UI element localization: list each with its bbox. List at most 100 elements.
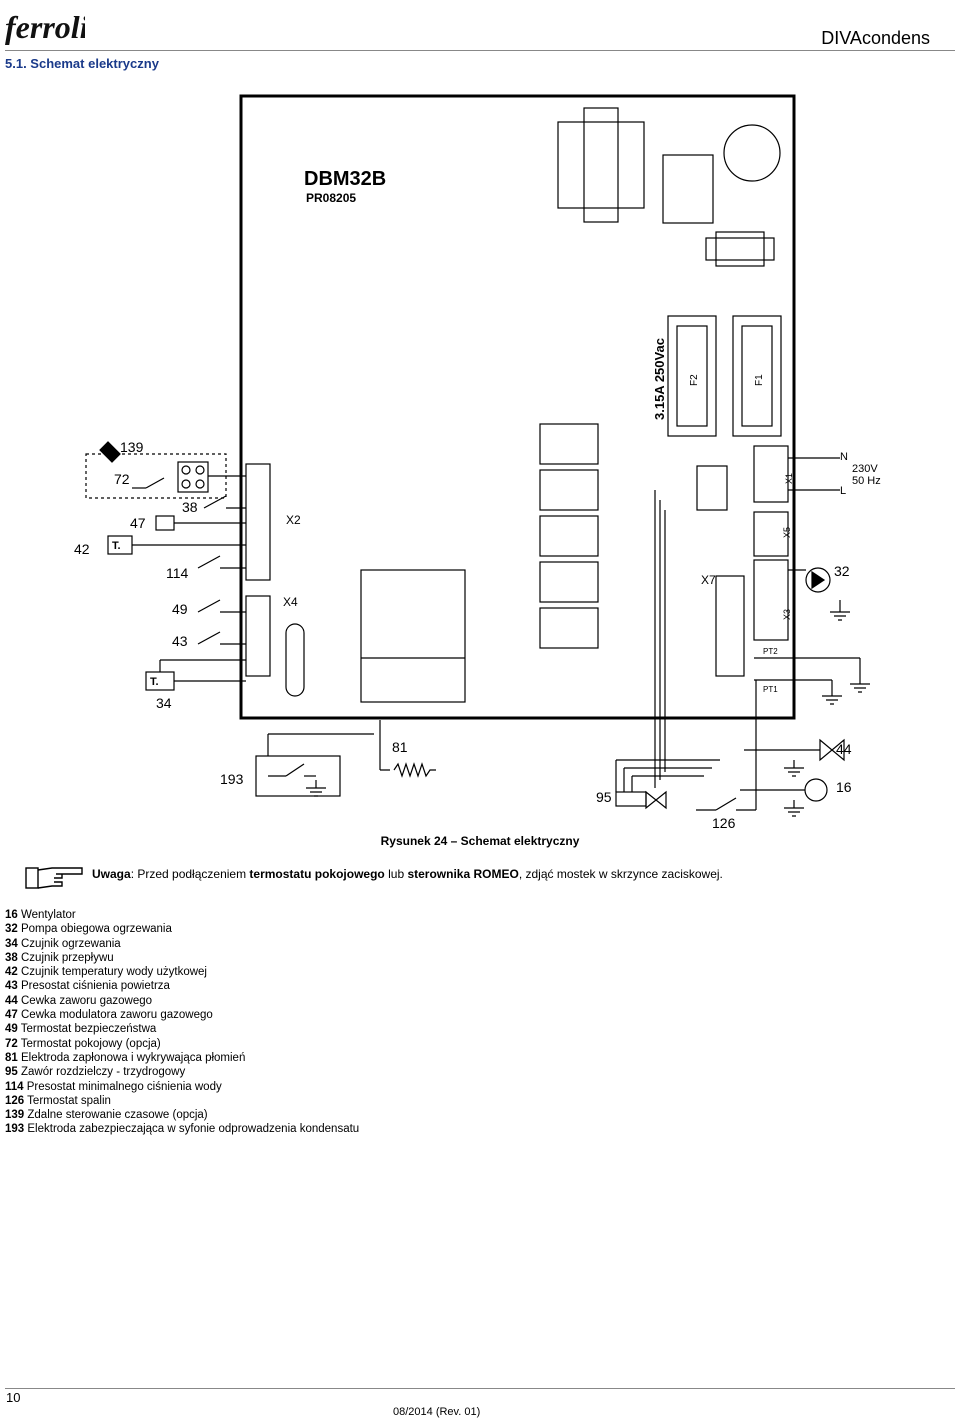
- legend-item: 49 Termostat bezpieczeństwa: [5, 1022, 359, 1036]
- label-139: 139: [120, 439, 144, 455]
- label-16: 16: [836, 779, 852, 795]
- legend-label: Termostat bezpieczeństwa: [17, 1023, 157, 1036]
- legend-item: 47 Cewka modulatora zaworu gazowego: [5, 1008, 359, 1022]
- legend-label: Termostat spalin: [24, 1094, 111, 1107]
- footer-divider: [5, 1388, 955, 1389]
- revision-date: 08/2014 (Rev. 01): [393, 1406, 481, 1418]
- legend-label: Elektroda zapłonowa i wykrywająca płomie…: [17, 1051, 246, 1064]
- note-emphasis: termostatu pokojowego: [249, 867, 385, 881]
- wiring-diagram-svg: DBM32B PR08205 3.15A 250Vac F2 F1 X1 X2 …: [74, 94, 881, 831]
- power-n: N: [840, 451, 848, 463]
- note-emphasis: sterownika ROMEO: [407, 867, 519, 881]
- legend-number: 114: [5, 1080, 24, 1093]
- legend-number: 38: [5, 951, 18, 964]
- legend-item: 95 Zawór rozdzielczy - trzydrogowy: [5, 1065, 359, 1079]
- power-voltage: 230V: [852, 463, 878, 475]
- legend-label: Czujnik przepływu: [17, 951, 114, 964]
- legend-item: 81 Elektroda zapłonowa i wykrywająca pło…: [5, 1051, 359, 1065]
- ferroli-logo: ferroli: [5, 6, 89, 48]
- legend-item: 114 Presostat minimalnego ciśnienia wody: [5, 1080, 359, 1094]
- label-42: 42: [74, 541, 90, 557]
- legend-item: 44 Cewka zaworu gazowego: [5, 994, 359, 1008]
- board-name: DBM32B: [304, 168, 386, 190]
- legend-label: Pompa obiegowa ogrzewania: [17, 923, 172, 936]
- note-part: , zdjąć mostek w skrzynce zaciskowej.: [518, 867, 723, 881]
- legend-label: Presostat minimalnego ciśnienia wody: [23, 1080, 222, 1093]
- legend-label: Czujnik temperatury wody użytkowej: [17, 966, 207, 979]
- label-81: 81: [392, 739, 408, 755]
- power-frequency: 50 Hz: [852, 475, 881, 487]
- legend-number: 44: [5, 994, 18, 1007]
- label-49: 49: [172, 601, 188, 617]
- connector-x2: X2: [286, 513, 301, 527]
- legend-number: 126: [5, 1094, 25, 1107]
- label-126: 126: [712, 815, 736, 831]
- figure-caption: Rysunek 24 – Schemat elektryczny: [380, 834, 580, 848]
- legend-number: 81: [5, 1051, 18, 1064]
- legend-number: 47: [5, 1009, 18, 1022]
- label-95: 95: [596, 789, 612, 805]
- pt1-label: PT1: [763, 685, 778, 694]
- note-part: lub: [384, 867, 408, 881]
- connector-x3: X3: [782, 609, 792, 620]
- page-number: 10: [6, 1390, 21, 1405]
- connector-x7: X7: [701, 573, 716, 587]
- power-l: L: [840, 485, 846, 497]
- legend-label: Termostat pokojowy (opcja): [17, 1037, 161, 1050]
- pointing-hand-icon: [25, 867, 83, 889]
- legend-item: 193 Elektroda zabezpieczająca w syfonie …: [5, 1122, 359, 1136]
- fuse-rating: 3.15A 250Vac: [652, 338, 667, 420]
- warning-note: Uwaga: Przed podłączeniem termostatu pok…: [24, 860, 944, 894]
- legend-label: Czujnik ogrzewania: [17, 937, 121, 950]
- header-divider: [5, 50, 955, 51]
- legend-item: 16 Wentylator: [5, 908, 359, 922]
- label-44: 44: [836, 741, 852, 757]
- label-34: 34: [156, 695, 172, 711]
- label-43: 43: [172, 633, 188, 649]
- legend-label: Cewka modulatora zaworu gazowego: [17, 1009, 213, 1022]
- control-board: [239, 94, 796, 720]
- legend-item: 139 Zdalne sterowanie czasowe (opcja): [5, 1108, 359, 1122]
- fuse-f1: F1: [754, 374, 765, 386]
- fuse-f2: F2: [689, 374, 700, 386]
- section-title: 5.1. Schemat elektryczny: [5, 56, 159, 71]
- legend-number: 72: [5, 1037, 18, 1050]
- connector-x4: X4: [283, 595, 298, 609]
- note-prefix: Uwaga: [92, 867, 131, 881]
- legend-label: Zawór rozdzielczy - trzydrogowy: [17, 1066, 186, 1079]
- sensor-34-symbol: T.: [150, 676, 159, 688]
- connector-x5: X5: [782, 527, 792, 538]
- legend-number: 95: [5, 1066, 18, 1079]
- legend-label: Cewka zaworu gazowego: [17, 994, 153, 1007]
- document-title: DIVAcondens: [821, 28, 930, 48]
- label-193: 193: [220, 771, 244, 787]
- logo-text: ferroli: [5, 9, 85, 45]
- legend-item: 38 Czujnik przepływu: [5, 951, 359, 965]
- legend-item: 43 Presostat ciśnienia powietrza: [5, 979, 359, 993]
- legend-label: Elektroda zabezpieczająca w syfonie odpr…: [24, 1123, 360, 1136]
- legend-item: 72 Termostat pokojowy (opcja): [5, 1037, 359, 1051]
- legend-number: 32: [5, 923, 18, 936]
- legend-label: Zdalne sterowanie czasowe (opcja): [24, 1109, 208, 1122]
- pt2-label: PT2: [763, 647, 778, 656]
- legend-number: 34: [5, 937, 18, 950]
- legend-number: 49: [5, 1023, 18, 1036]
- component-legend: 16 Wentylator 32 Pompa obiegowa ogrzewan…: [5, 908, 359, 1137]
- label-38: 38: [182, 499, 198, 515]
- legend-item: 34 Czujnik ogrzewania: [5, 937, 359, 951]
- legend-label: Presostat ciśnienia powietrza: [17, 980, 170, 993]
- label-32: 32: [834, 563, 850, 579]
- wiring-diagram: DBM32B PR08205 3.15A 250Vac F2 F1 X1 X2 …: [0, 80, 960, 840]
- legend-item: 42 Czujnik temperatury wody użytkowej: [5, 965, 359, 979]
- board-code: PR08205: [306, 191, 356, 205]
- legend-number: 139: [5, 1109, 25, 1122]
- legend-number: 193: [5, 1123, 25, 1136]
- label-72: 72: [114, 471, 130, 487]
- connector-x1: X1: [784, 473, 794, 484]
- legend-number: 16: [5, 909, 18, 921]
- legend-label: Wentylator: [17, 909, 76, 921]
- sensor-42-symbol: T.: [112, 540, 121, 552]
- note-part: : Przed podłączeniem: [130, 867, 250, 881]
- legend-number: 43: [5, 980, 18, 993]
- legend-item: 32 Pompa obiegowa ogrzewania: [5, 922, 359, 936]
